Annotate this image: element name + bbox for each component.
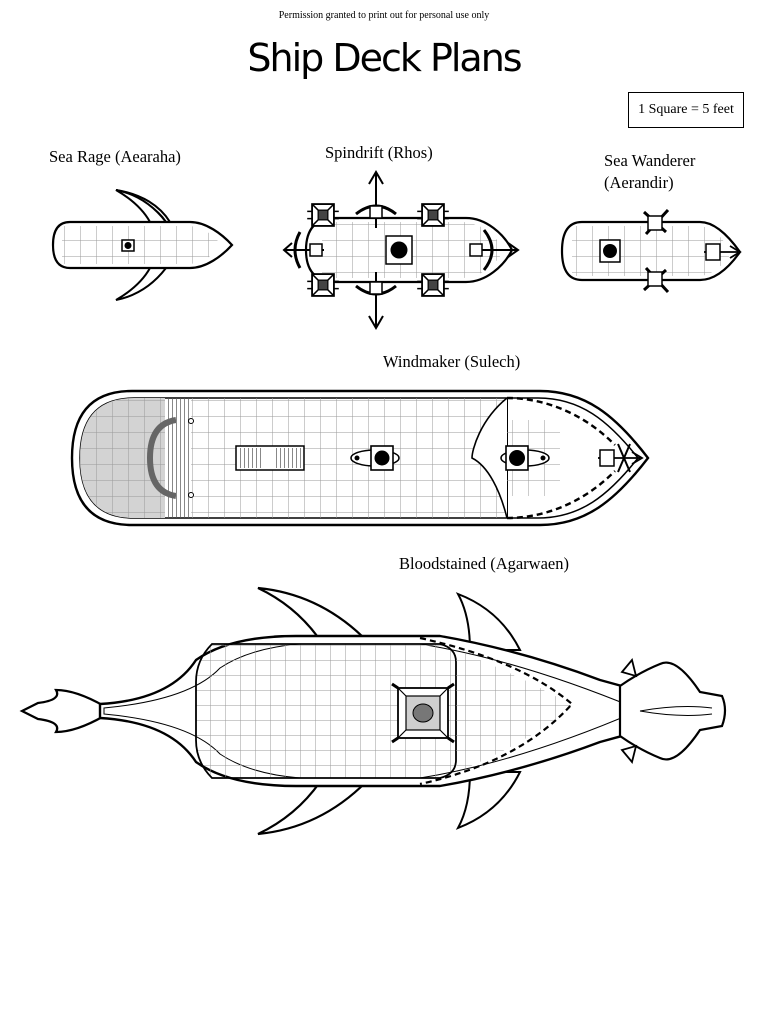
label-windmaker: Windmaker (Sulech): [383, 352, 521, 371]
label-sea-wanderer: Sea Wanderer (Aerandir): [604, 150, 695, 194]
mast-icon: [509, 450, 525, 466]
mast-icon: [390, 241, 408, 259]
label-bloodstained: Bloodstained (Agarwaen): [399, 554, 569, 573]
mast-icon: [374, 450, 390, 466]
label-spindrift: Spindrift (Rhos): [325, 143, 433, 162]
ship-sea-rage: [51, 189, 234, 301]
ship-bloodstained: [19, 586, 727, 836]
label-sea-wanderer-line2: (Aerandir): [604, 173, 674, 192]
ship-spindrift: [282, 170, 520, 330]
label-sea-wanderer-line1: Sea Wanderer: [604, 151, 696, 170]
scale-legend: 1 Square = 5 feet: [628, 92, 744, 128]
mast-icon: [603, 244, 617, 258]
permission-notice: Permission granted to print out for pers…: [278, 10, 490, 21]
label-sea-rage: Sea Rage (Aearaha): [49, 147, 181, 166]
page-title: Ship Deck Plans: [247, 36, 522, 80]
ship-windmaker: [70, 389, 650, 527]
ship-sea-wanderer: [560, 208, 742, 294]
